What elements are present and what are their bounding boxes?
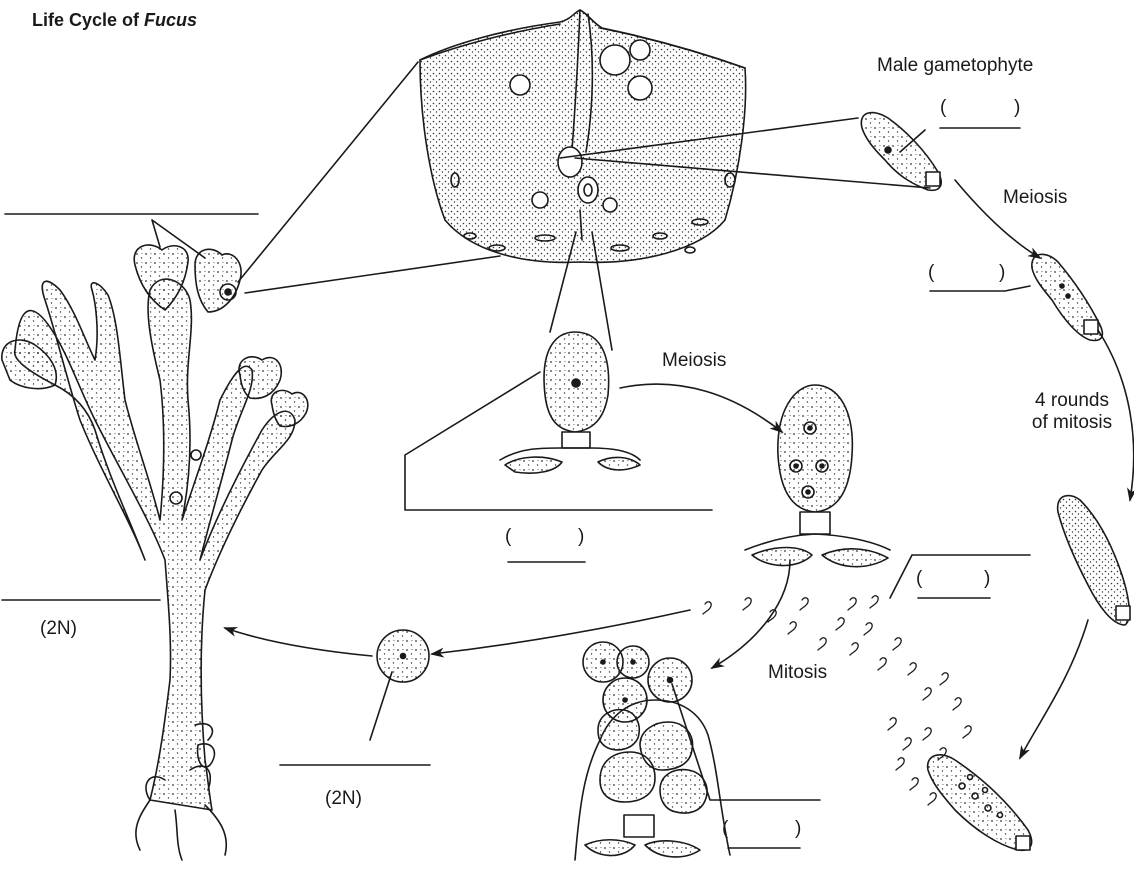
label-meiosis-male: Meiosis xyxy=(1003,187,1067,209)
label-mitosis-rounds: 4 rounds of mitosis xyxy=(1018,390,1126,434)
sporophyte-thallus xyxy=(2,245,308,860)
title-prefix: Life Cycle of xyxy=(32,10,144,30)
arrow-mitosis-eggs xyxy=(712,560,790,668)
blank-eggs-open: ( xyxy=(722,818,728,840)
blank-oogonium-close: ) xyxy=(578,526,584,548)
blank-male-close: ) xyxy=(1014,97,1020,119)
released-eggs xyxy=(575,642,730,860)
label-ploidy-zygote: (2N) xyxy=(325,788,362,810)
answer-line-sperm xyxy=(890,555,1030,598)
label-mitosis-rounds-line1: 4 rounds xyxy=(1018,390,1126,412)
label-mitosis-rounds-line2: of mitosis xyxy=(1018,412,1126,434)
arrow-meiosis-female xyxy=(620,384,782,432)
label-male-gametophyte: Male gametophyte xyxy=(877,55,1033,77)
oogonium-young xyxy=(500,332,640,473)
title-genus: Fucus xyxy=(144,10,197,30)
zygote xyxy=(377,630,429,682)
blank-male-open: ( xyxy=(940,97,946,119)
arrow-antheridium-release xyxy=(1020,620,1088,758)
label-ploidy-sporophyte: (2N) xyxy=(40,618,77,640)
antheridium-stage-3 xyxy=(1058,496,1130,625)
blank-meiosis-close: ) xyxy=(999,262,1005,284)
blank-meiosis-open: ( xyxy=(928,262,934,284)
arrow-to-zygote xyxy=(432,610,690,654)
antheridium-releasing-sperm xyxy=(928,755,1032,851)
leader-conceptacle-lower xyxy=(245,256,500,293)
answer-line-zygote-leader xyxy=(370,672,392,740)
arrow-to-sporophyte xyxy=(225,628,372,656)
label-mitosis: Mitosis xyxy=(768,662,827,684)
blank-sperm-close: ) xyxy=(984,568,990,590)
conceptacle-section xyxy=(420,10,746,262)
antheridium-stage-2 xyxy=(1032,254,1103,340)
oogonium-eight-eggs xyxy=(745,385,890,567)
blank-eggs-close: ) xyxy=(795,818,801,840)
blank-sperm-open: ( xyxy=(916,568,922,590)
diagram-title: Life Cycle of Fucus xyxy=(32,10,197,31)
blank-oogonium-open: ( xyxy=(505,526,511,548)
label-meiosis-female: Meiosis xyxy=(662,350,726,372)
leader-conceptacle-upper xyxy=(238,62,418,282)
answer-line-meiosis-product xyxy=(930,286,1030,291)
